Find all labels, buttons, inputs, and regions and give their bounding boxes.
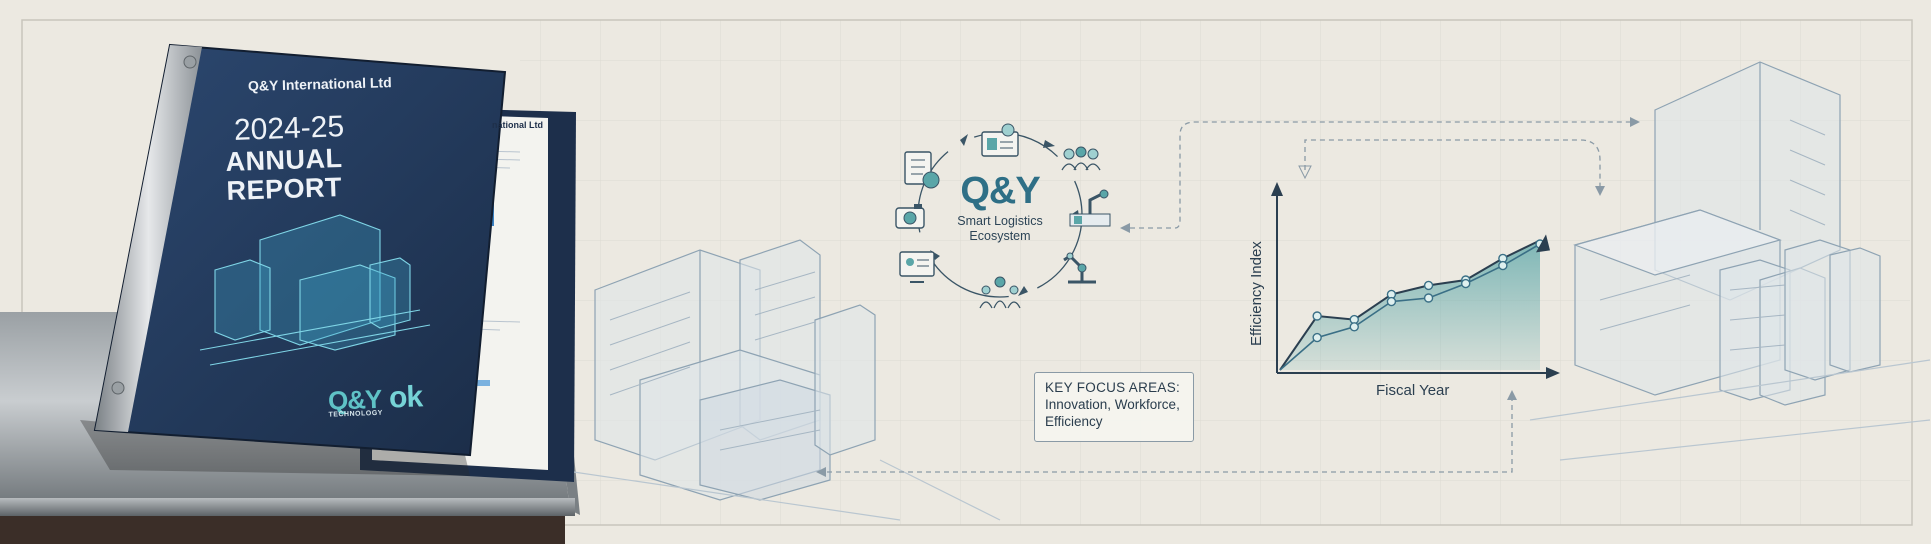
annual-report-binder <box>80 43 507 476</box>
ecosystem-subtitle: Smart Logistics Ecosystem <box>940 214 1060 244</box>
cover-building-illustration <box>199 214 431 366</box>
data-point-upper-4 <box>1423 280 1434 291</box>
ecosystem-brand: Q&Y <box>960 170 1040 212</box>
data-point-upper-1 <box>1312 311 1322 321</box>
x-axis-label: Fiscal Year <box>1376 382 1450 399</box>
series-area <box>1280 240 1540 370</box>
ecosystem-subtitle-line2: Ecosystem <box>969 229 1031 243</box>
arrow-heads <box>816 117 1640 477</box>
efficiency-chart <box>1271 182 1560 379</box>
data-point-lower-2 <box>1349 322 1359 332</box>
building-sketch-left <box>559 239 1001 521</box>
network-people-icon <box>979 276 1021 309</box>
data-point-lower-3 <box>1386 296 1397 307</box>
robot-arm-icon <box>1069 189 1111 227</box>
building-sketch-right <box>1529 61 1931 461</box>
cover-logo-suffix: ok <box>388 380 423 415</box>
trend-arrow-head <box>1536 234 1550 253</box>
key-focus-line1: Innovation, Workforce, <box>1045 397 1180 412</box>
robotic-arm-icon <box>1063 252 1096 284</box>
data-point-lower-4 <box>1423 293 1434 303</box>
checklist-icon <box>904 151 940 189</box>
camera-icon <box>895 204 925 229</box>
ecosystem-subtitle-line1: Smart Logistics <box>957 214 1043 228</box>
series-line-lower <box>1279 243 1541 371</box>
cover-year: 2024-25 <box>233 110 345 147</box>
data-point-lower-6 <box>1498 260 1508 271</box>
team-icon <box>1061 146 1101 171</box>
series-line-upper <box>1279 239 1541 371</box>
data-point-lower-1 <box>1312 332 1322 343</box>
cover-logo: Q&Y ok TECHNOLOGY <box>327 380 422 418</box>
key-focus-box: KEY FOCUS AREAS: Innovation, Workforce, … <box>1034 372 1194 442</box>
ecosystem-cycle <box>895 123 1111 309</box>
key-focus-line2: Efficiency <box>1045 414 1103 429</box>
key-focus-heading: KEY FOCUS AREAS: <box>1045 380 1181 395</box>
data-point-lower-5 <box>1461 278 1471 289</box>
dashboard-icon <box>981 123 1019 157</box>
flow-arrows <box>825 121 1630 473</box>
y-axis-label: Efficiency Index <box>1248 241 1265 346</box>
back-report-company: national Ltd <box>492 120 543 130</box>
cover-title: ANNUAL REPORT <box>225 143 344 207</box>
computer-profile-icon <box>899 251 935 283</box>
cover-title-line2: REPORT <box>226 172 343 207</box>
